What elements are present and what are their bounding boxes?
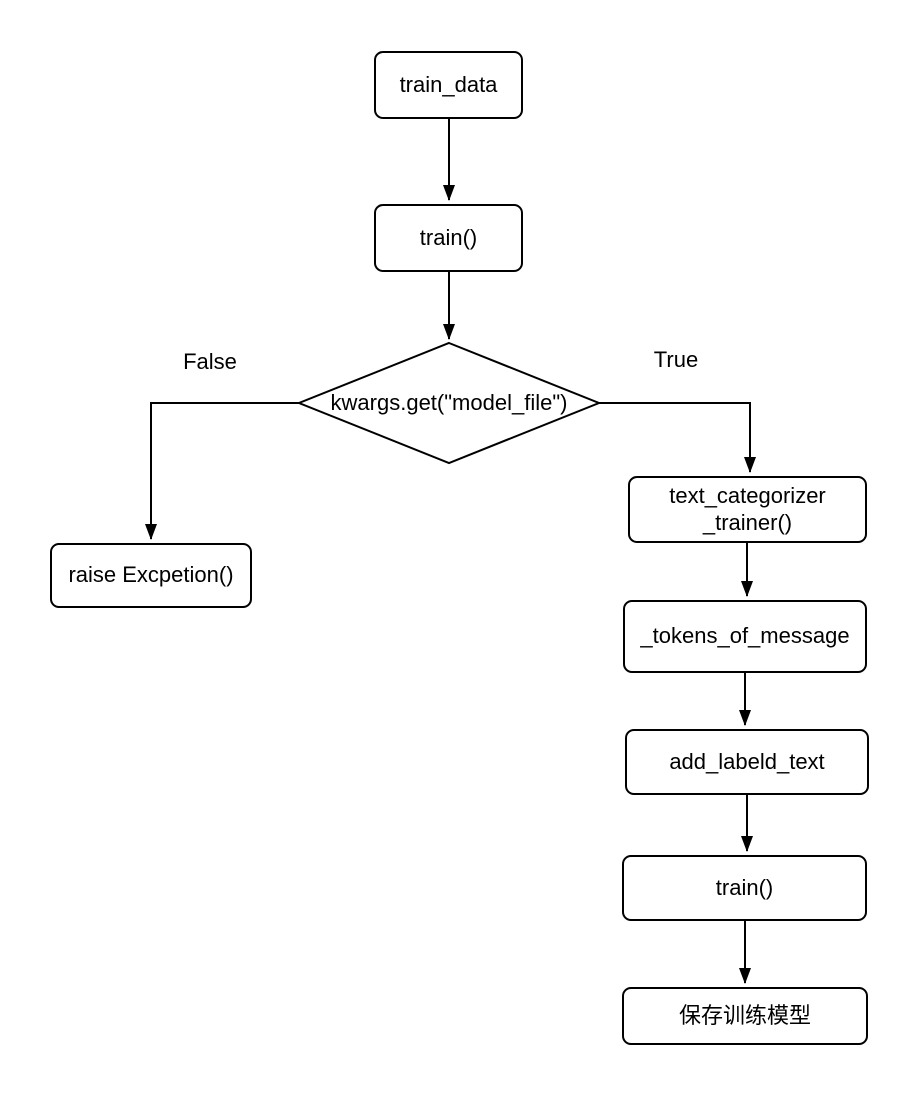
node-decision: kwargs.get("model_file"): [309, 343, 589, 463]
edge-label-true: True: [616, 347, 736, 373]
node-text-categorizer-trainer: text_categorizer _trainer(): [628, 476, 867, 543]
node-tokens-of-message: _tokens_of_message: [623, 600, 867, 673]
node-train-call-label: train(): [419, 224, 478, 250]
node-tokens-of-message-label: _tokens_of_message: [640, 623, 850, 649]
node-train-call-2-label: train(): [715, 874, 774, 900]
node-add-labeld-text-label: add_labeld_text: [669, 748, 825, 774]
edge-false-branch: [145, 402, 299, 540]
node-train-call-2: train(): [622, 855, 867, 921]
node-decision-label: kwargs.get("model_file"): [330, 390, 568, 415]
node-save-model: 保存训练模型: [622, 987, 868, 1045]
edge-true-branch: [599, 402, 756, 473]
edge-label-false: False: [150, 349, 270, 375]
node-add-labeld-text: add_labeld_text: [625, 729, 869, 795]
node-train-data-label: train_data: [399, 71, 498, 97]
node-save-model-label: 保存训练模型: [678, 1002, 811, 1028]
true-label-text: True: [653, 347, 699, 372]
node-train-call: train(): [374, 204, 523, 272]
node-raise-exception-label: raise Excpetion(): [68, 562, 234, 588]
node-train-data: train_data: [374, 51, 523, 119]
decision-diamond-shape: [296, 341, 602, 465]
false-label-text: False: [183, 349, 237, 374]
node-raise-exception: raise Excpetion(): [50, 543, 252, 608]
node-text-categorizer-trainer-label: text_categorizer _trainer(): [669, 483, 826, 535]
